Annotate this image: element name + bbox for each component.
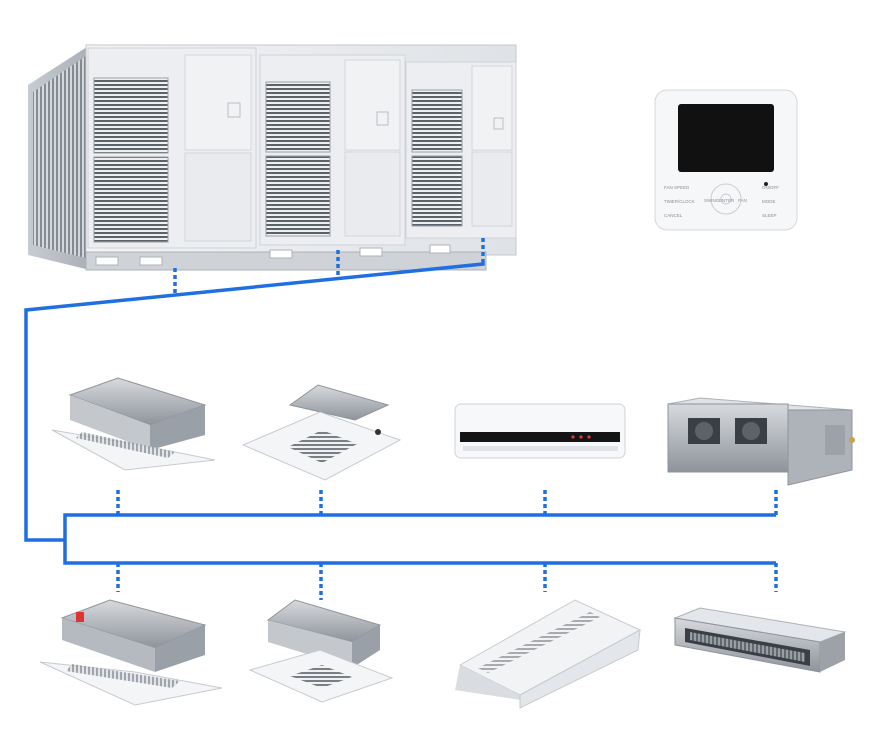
svg-text:ON/OFF: ON/OFF bbox=[762, 185, 779, 190]
indoor-units-row-2 bbox=[39, 599, 847, 709]
outdoor-unit bbox=[28, 44, 517, 271]
four-way-cassette-icon bbox=[241, 384, 402, 481]
indoor-units-row-1 bbox=[51, 377, 855, 486]
svg-text:ENTER: ENTER bbox=[719, 198, 735, 203]
wired-remote-controller-icon: FAN SPEED TIMER/CLOCK CANCEL SWING ENTER… bbox=[654, 89, 798, 231]
high-static-duct-icon bbox=[667, 397, 855, 486]
ceiling-floor-convertible-icon bbox=[455, 599, 642, 709]
svg-text:CANCEL: CANCEL bbox=[664, 213, 683, 218]
vrf-outdoor-unit-icon bbox=[28, 44, 517, 271]
refrigerant-piping bbox=[24, 238, 778, 600]
compact-four-way-cassette-icon bbox=[248, 599, 394, 703]
svg-text:FAN SPEED: FAN SPEED bbox=[664, 185, 690, 190]
wall-mounted-split-icon bbox=[454, 403, 626, 459]
svg-text:SLEEP: SLEEP bbox=[762, 213, 777, 218]
wired-controller: FAN SPEED TIMER/CLOCK CANCEL SWING ENTER… bbox=[654, 89, 798, 231]
slim-duct-icon bbox=[673, 607, 847, 673]
one-way-cassette-icon bbox=[51, 377, 216, 471]
svg-text:SWING: SWING bbox=[704, 198, 720, 203]
svg-text:TIMER/CLOCK: TIMER/CLOCK bbox=[664, 199, 695, 204]
svg-text:MODE: MODE bbox=[762, 199, 776, 204]
compact-one-way-cassette-icon bbox=[39, 599, 223, 706]
svg-text:FAN: FAN bbox=[738, 198, 747, 203]
